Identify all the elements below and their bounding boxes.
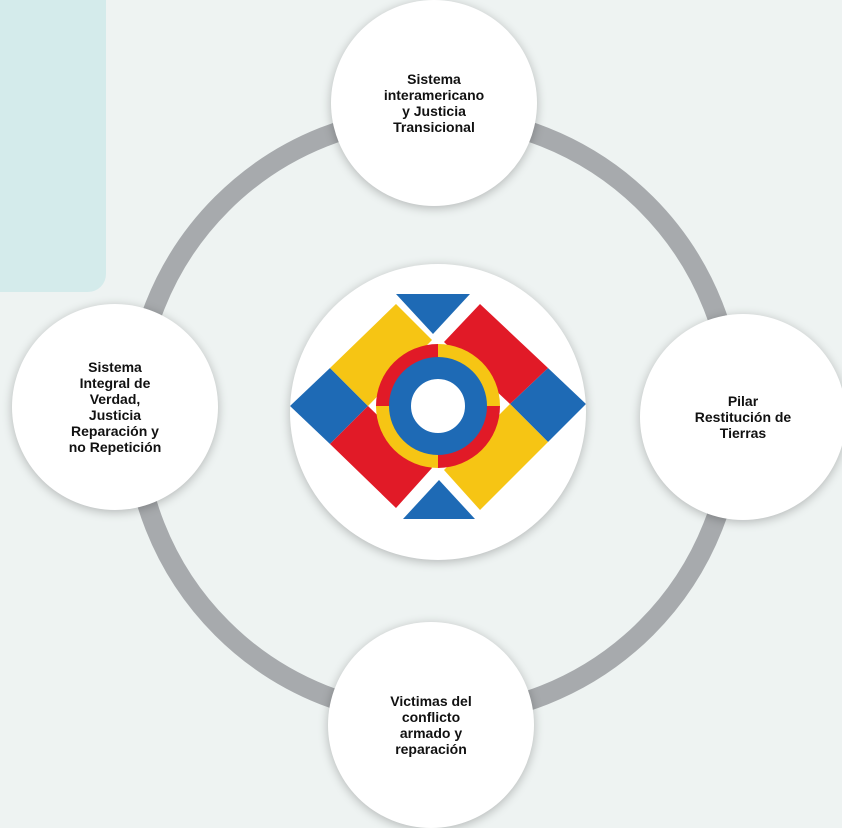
emblem-red-bottom-left — [330, 406, 432, 508]
emblem-yellow-top-left — [330, 304, 432, 406]
emblem-bottom-triangle — [403, 480, 475, 519]
emblem-left-diamond — [290, 368, 368, 444]
node-label: Pilar Restitución de Tierras — [694, 393, 792, 441]
emblem-logo — [290, 294, 586, 519]
emblem-top-triangle — [396, 294, 470, 334]
emblem-center-ring — [389, 357, 487, 455]
node-label: Sistema interamericano y Justicia Transi… — [383, 71, 485, 135]
center-logo — [290, 264, 586, 560]
node-label: Sistema Integral de Verdad, Justicia Rep… — [68, 359, 162, 455]
node-sistema-interamericano: Sistema interamericano y Justicia Transi… — [331, 0, 537, 206]
emblem-right-diamond — [510, 368, 586, 442]
node-sistema-integral: Sistema Integral de Verdad, Justicia Rep… — [12, 304, 218, 510]
node-label: Victimas del conflicto armado y reparaci… — [390, 693, 472, 757]
text-card: os de — [0, 0, 106, 292]
node-pilar-restitucion: Pilar Restitución de Tierras — [640, 314, 842, 520]
emblem-red-top-right — [444, 304, 548, 404]
emblem-yellow-bottom-right — [444, 404, 548, 510]
emblem-center-hole — [412, 380, 464, 432]
node-victimas-conflicto: Victimas del conflicto armado y reparaci… — [328, 622, 534, 828]
